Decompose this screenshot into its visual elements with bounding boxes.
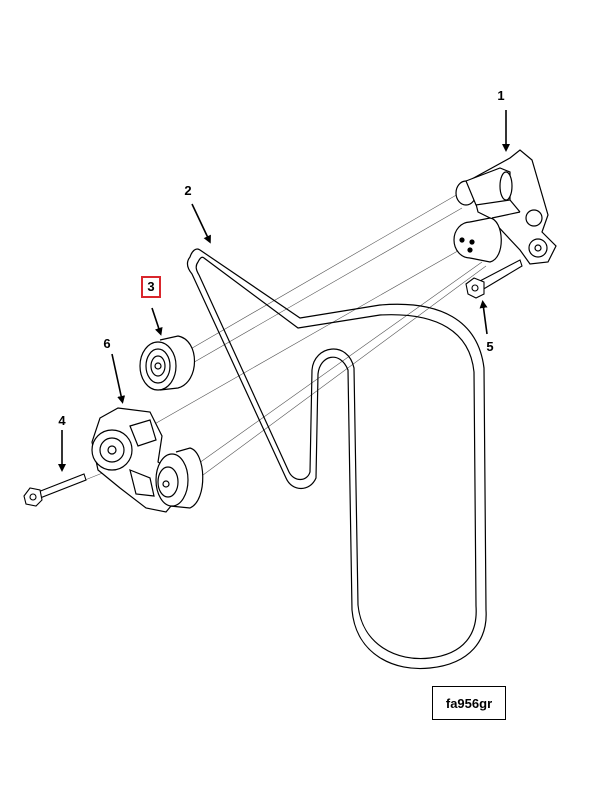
callout-3-highlighted: 3 xyxy=(141,276,161,298)
bolt-long xyxy=(24,474,86,506)
leader-arrow-6 xyxy=(111,353,126,404)
leader-arrow-2 xyxy=(191,203,211,244)
callout-2: 2 xyxy=(184,183,192,198)
callout-4: 4 xyxy=(58,413,66,428)
drive-belt xyxy=(188,249,487,669)
callout-1: 1 xyxy=(497,88,505,103)
figure-id-label: fa956gr xyxy=(432,686,506,720)
leader-arrow-3 xyxy=(151,307,163,336)
idler-pulley xyxy=(140,336,195,390)
leader-arrows xyxy=(58,110,510,472)
leader-arrow-5 xyxy=(479,300,488,335)
callout-5: 5 xyxy=(486,339,494,354)
bolt-upper xyxy=(466,260,522,298)
idler-bracket-assembly xyxy=(454,150,556,264)
callout-6: 6 xyxy=(103,336,111,351)
belt-tensioner xyxy=(92,408,203,512)
